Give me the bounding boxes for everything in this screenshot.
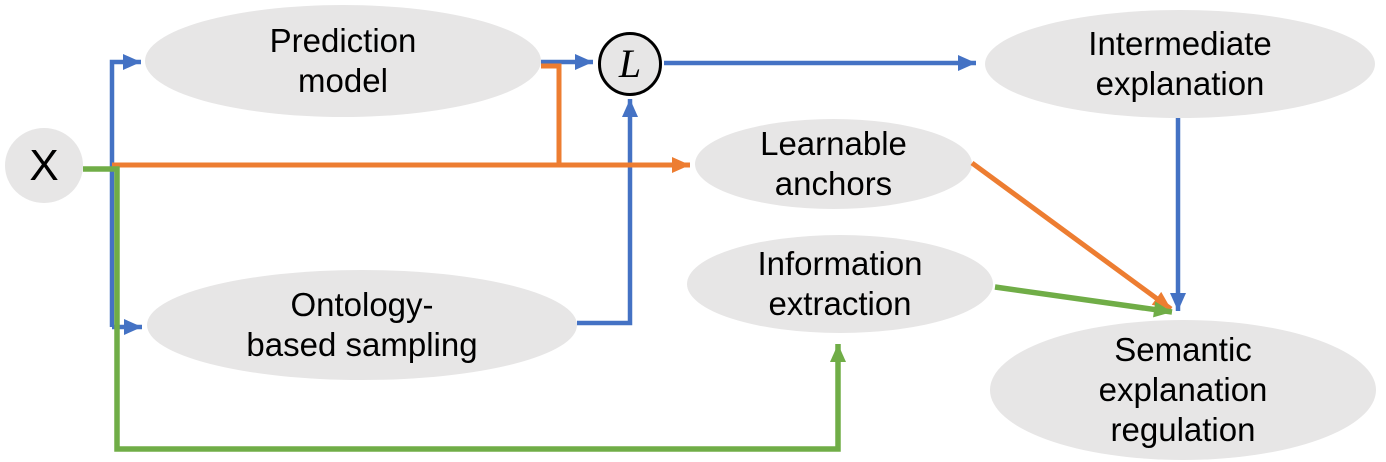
node-prediction-model-label: Prediction model xyxy=(269,21,417,99)
edge-anchors-to-semantic-regulation xyxy=(970,160,1173,312)
node-intermediate-explanation: Intermediate explanation xyxy=(985,10,1375,118)
edge-information-to-semantic-regulation xyxy=(994,284,1173,318)
node-learnable-anchors: Learnable anchors xyxy=(695,119,972,209)
node-information-extraction-label: Information extraction xyxy=(757,244,923,322)
node-intermediate-explanation-label: Intermediate explanation xyxy=(1088,24,1272,102)
node-input-x-label: X xyxy=(29,140,59,190)
node-ontology-based-sampling-label: Ontology- based sampling xyxy=(246,285,478,363)
edge-ontology-sampling-to-loss xyxy=(577,99,638,326)
node-learnable-anchors-label: Learnable anchors xyxy=(760,124,907,202)
node-loss-label: L xyxy=(618,40,642,86)
node-semantic-explanation-regulation: Semantic explanation regulation xyxy=(990,320,1376,460)
node-ontology-based-sampling: Ontology- based sampling xyxy=(147,270,577,380)
node-information-extraction: Information extraction xyxy=(687,235,993,333)
edge-prediction-model-to-anchors-connector xyxy=(541,63,562,167)
node-input-x: X xyxy=(5,128,83,203)
node-semantic-explanation-regulation-label: Semantic explanation regulation xyxy=(1098,330,1268,449)
node-prediction-model: Prediction model xyxy=(145,5,541,117)
node-loss-circle: L xyxy=(598,32,662,96)
edge-x-to-prediction-model xyxy=(109,54,141,327)
